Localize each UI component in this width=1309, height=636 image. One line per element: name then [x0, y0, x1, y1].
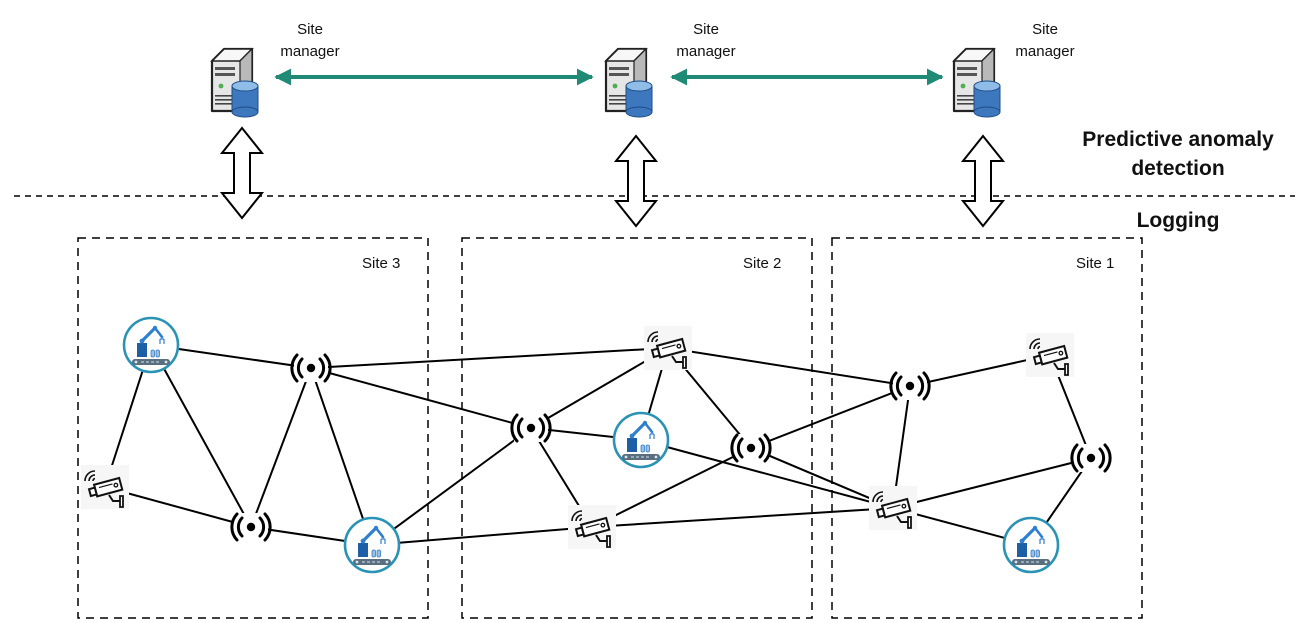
wireless-antenna-icon: [1070, 442, 1112, 474]
vertical-arrow-site1: [962, 135, 1004, 227]
manager-label-line1: Site: [297, 21, 323, 38]
manager-label-line1: Site: [1032, 21, 1058, 38]
edge-a2b-a1a: [750, 385, 911, 449]
edge-c3a-a3b: [104, 486, 252, 528]
wireless-antenna-icon: [730, 432, 772, 464]
edge-a3b-a3a: [250, 367, 312, 528]
site-1-label: Site 1: [1076, 255, 1114, 272]
wireless-antenna-icon: [290, 352, 332, 384]
node-antenna-a2a[interactable]: [510, 412, 552, 444]
edge-a3a-c2a: [310, 347, 669, 369]
network-edges: [104, 344, 1092, 546]
node-camera-c1b[interactable]: [868, 485, 918, 531]
vertical-arrow-site3: [221, 127, 263, 219]
edge-r3b-c2b: [371, 526, 593, 546]
edge-a3a-a2a: [310, 367, 532, 429]
edge-c2b-a2b: [591, 447, 752, 528]
site-manager-2[interactable]: Site manager: [604, 21, 736, 119]
node-antenna-a3a[interactable]: [290, 352, 332, 384]
node-antenna-a2b[interactable]: [730, 432, 772, 464]
wireless-camera-icon: [567, 504, 617, 550]
edge-c2b-c1b: [591, 507, 894, 528]
wireless-camera-icon: [1025, 332, 1075, 378]
layer-label-logging: Logging: [1137, 209, 1220, 232]
node-camera-c2a[interactable]: [643, 325, 693, 371]
network-nodes: [80, 316, 1112, 574]
node-camera-c1a[interactable]: [1025, 332, 1075, 378]
vertical-arrow-site2: [615, 135, 657, 227]
site-3-box: [77, 237, 429, 619]
edge-c2a-a1a: [667, 347, 911, 387]
site-2-label: Site 2: [743, 255, 781, 272]
node-antenna-a1a[interactable]: [889, 370, 931, 402]
site-manager-1[interactable]: Site manager: [952, 21, 1075, 119]
industrial-robot-icon: [612, 411, 670, 469]
server-database-icon: [604, 47, 654, 119]
wireless-antenna-icon: [230, 511, 272, 543]
node-robot-r3a[interactable]: [122, 316, 180, 374]
wireless-camera-icon: [868, 485, 918, 531]
industrial-robot-icon: [343, 516, 401, 574]
edge-a1b-c1b: [892, 457, 1092, 509]
layer-label-detection-line2: detection: [1131, 157, 1224, 180]
wireless-antenna-icon: [510, 412, 552, 444]
site-2-box: [461, 237, 813, 619]
node-camera-c2b[interactable]: [567, 504, 617, 550]
manager-label-line2: manager: [1015, 43, 1074, 60]
wireless-antenna-icon: [889, 370, 931, 402]
site-1-box: [831, 237, 1143, 619]
site-manager-3[interactable]: Site manager: [210, 21, 340, 119]
node-robot-r3b[interactable]: [343, 516, 401, 574]
manager-label-line2: manager: [280, 43, 339, 60]
wireless-camera-icon: [80, 464, 130, 510]
site-3-label: Site 3: [362, 255, 400, 272]
edge-a3a-r3b: [310, 367, 373, 546]
node-camera-c3a[interactable]: [80, 464, 130, 510]
wireless-camera-icon: [643, 325, 693, 371]
industrial-robot-icon: [122, 316, 180, 374]
manager-label-line2: manager: [676, 43, 735, 60]
node-antenna-a3b[interactable]: [230, 511, 272, 543]
manager-label-line1: Site: [693, 21, 719, 38]
server-database-icon: [210, 47, 260, 119]
edge-r3b-a2a: [371, 427, 532, 546]
node-robot-r1a[interactable]: [1002, 516, 1060, 574]
node-robot-r2a[interactable]: [612, 411, 670, 469]
server-database-icon: [952, 47, 1002, 119]
node-antenna-a1b[interactable]: [1070, 442, 1112, 474]
edge-r2a-c1b: [640, 439, 894, 509]
edge-r3a-a3b: [150, 344, 252, 528]
layer-label-detection-line1: Predictive anomaly: [1082, 128, 1274, 151]
industrial-robot-icon: [1002, 516, 1060, 574]
